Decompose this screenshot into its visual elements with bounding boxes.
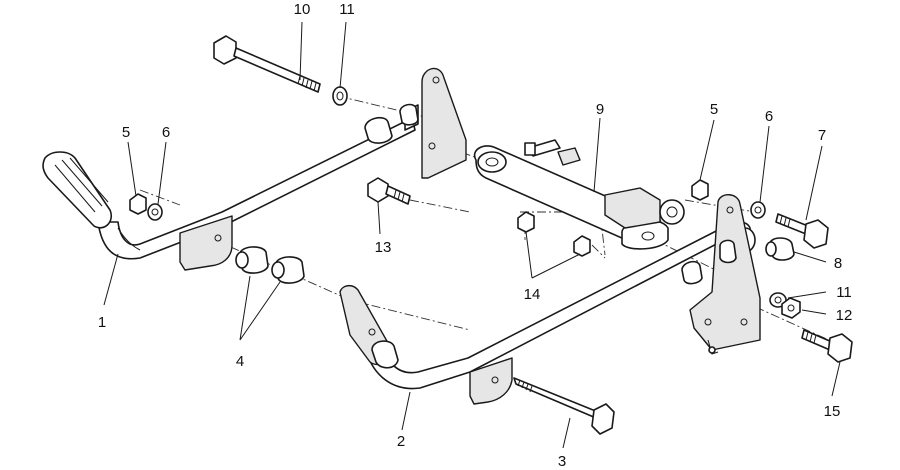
right-mounting-bracket <box>689 194 761 355</box>
callout-1: 1 <box>98 314 106 331</box>
callout-2: 2 <box>397 433 405 450</box>
callout-11-right: 11 <box>836 284 852 301</box>
leader-lines <box>103 21 841 449</box>
part-10-long-bolt <box>213 35 321 93</box>
part-9-link-arm <box>473 139 685 250</box>
callout-14: 14 <box>524 286 541 303</box>
part-8-spacer <box>765 237 795 261</box>
part-6-washer-right <box>750 201 766 219</box>
part-4-bushing-a <box>235 246 269 274</box>
callout-7: 7 <box>818 127 826 144</box>
callout-3: 3 <box>558 453 566 470</box>
callout-5-left: 5 <box>122 124 130 141</box>
part-14-nut-a <box>517 211 535 233</box>
part-7-bolt <box>775 213 829 249</box>
part-3-bolt <box>513 377 615 435</box>
callout-12: 12 <box>836 307 853 324</box>
mounting-plate-upper <box>421 67 467 179</box>
callout-8: 8 <box>834 255 842 272</box>
part-5-nut-right <box>691 179 709 201</box>
callout-4: 4 <box>236 353 244 370</box>
callout-6-left: 6 <box>162 124 170 141</box>
part-6-washer-left <box>147 203 163 221</box>
part-4-bushing-b <box>271 256 305 284</box>
callout-13: 13 <box>375 239 392 256</box>
callout-9: 9 <box>596 101 604 118</box>
part-14-nut-b <box>573 235 591 257</box>
callout-10: 10 <box>294 1 311 18</box>
callout-5-right: 5 <box>710 101 718 118</box>
part-5-nut-left <box>129 193 147 215</box>
part-15-bolt <box>801 329 853 363</box>
part-11-washer-upper <box>332 86 348 106</box>
part-13-short-bolt <box>367 177 411 205</box>
part-12-nut <box>781 297 801 319</box>
callout-labels: 1 2 3 4 5 5 6 6 7 8 9 10 11 11 12 13 14 … <box>98 1 853 470</box>
callout-6-right: 6 <box>765 108 773 125</box>
callout-15: 15 <box>824 403 841 420</box>
part-1-front-bar <box>42 103 419 271</box>
callout-11-upper: 11 <box>339 1 355 18</box>
